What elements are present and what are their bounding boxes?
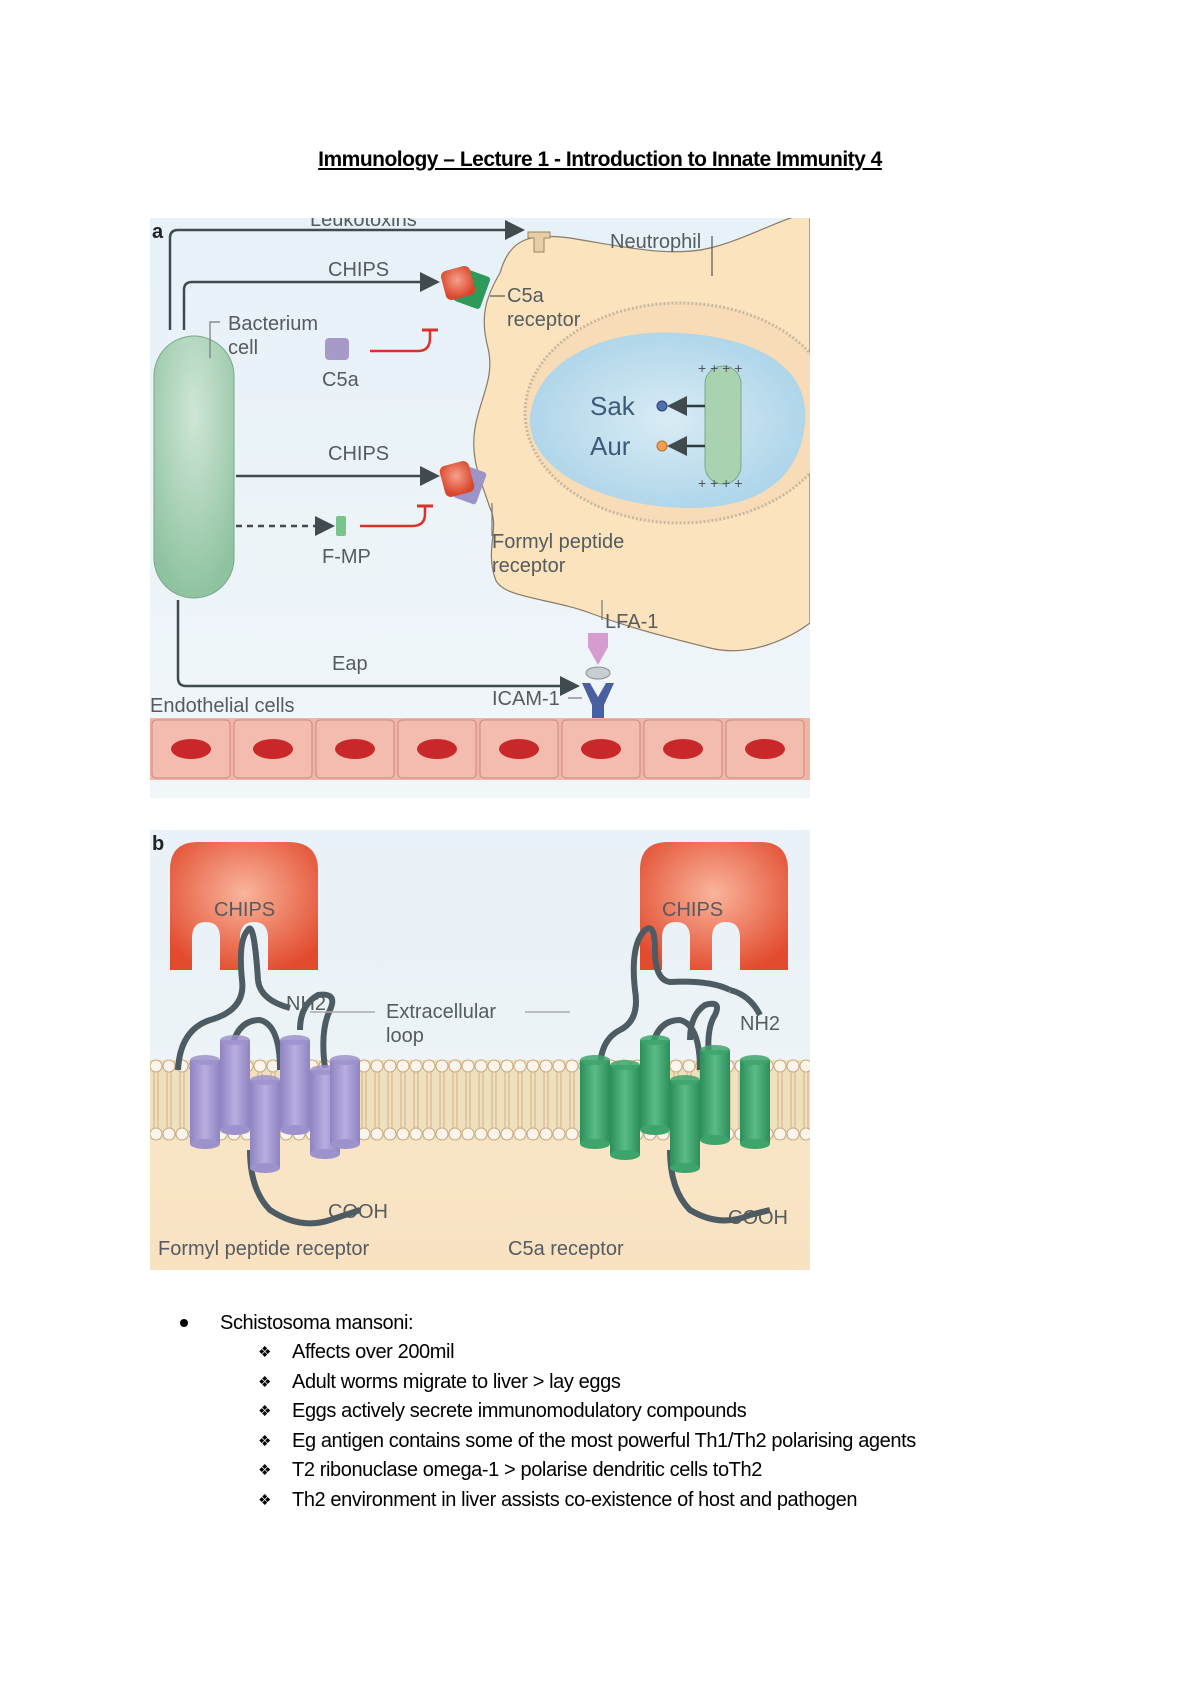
label-endothelial-cells: Endothelial cells <box>150 695 295 717</box>
label-c5a: C5a <box>322 369 360 391</box>
label-lfa1: LFA-1 <box>605 611 658 633</box>
bacterium-cell <box>153 335 235 599</box>
c5a-inhibition-line <box>370 330 432 353</box>
label-icam1: ICAM-1 <box>492 688 560 710</box>
endothelial-cell <box>479 719 559 779</box>
sak-molecule-icon <box>656 400 668 412</box>
label-bacterium-1: Bacterium <box>228 313 318 335</box>
eap-molecule-icon <box>585 666 611 680</box>
label-c5a-receptor-2: receptor <box>507 309 581 331</box>
endothelial-cell <box>643 719 723 779</box>
transmembrane-helix <box>580 1055 610 1149</box>
diamond-bullet-icon: ❖ <box>258 1373 272 1391</box>
transmembrane-helix <box>610 1060 640 1160</box>
label-fmp: F-MP <box>322 546 371 568</box>
label-formyl-peptide-receptor: Formyl peptide receptor <box>158 1238 370 1260</box>
label-bacterium-2: cell <box>228 337 258 359</box>
icam1-icon <box>582 683 614 737</box>
transmembrane-helix <box>700 1045 730 1145</box>
endothelial-cell <box>561 719 641 779</box>
figure-b-chips-receptor-binding: b CHIPS CHIPS NH2 NH2 Extracellular loop… <box>150 830 810 1270</box>
endothelial-cell <box>151 719 231 779</box>
endothelial-cell-layer <box>150 718 810 780</box>
aur-molecule-icon <box>656 440 668 452</box>
label-cooh-right: COOH <box>728 1207 788 1229</box>
label-formyl-receptor-1: Formyl peptide <box>492 531 624 553</box>
svg-text:+ + + +: + + + + <box>698 360 742 376</box>
endothelial-cell <box>725 719 805 779</box>
transmembrane-helix <box>190 1055 220 1149</box>
label-nh2-right: NH2 <box>740 1013 780 1035</box>
transmembrane-helix <box>280 1035 310 1135</box>
transmembrane-helix <box>670 1075 700 1173</box>
label-formyl-receptor-2: receptor <box>492 555 566 577</box>
label-cooh-left: COOH <box>328 1201 388 1223</box>
label-eap: Eap <box>332 653 368 675</box>
transmembrane-helix <box>250 1075 280 1173</box>
eap-arrow <box>176 600 580 696</box>
chips-protein-right <box>640 842 788 970</box>
leukotoxins-arrow <box>168 220 525 330</box>
c5a-molecule-icon <box>325 338 349 360</box>
label-chips-left: CHIPS <box>214 899 275 921</box>
page-title: Immunology – Lecture 1 - Introduction to… <box>318 148 882 171</box>
formyl-peptide-receptor-helices <box>190 1035 360 1173</box>
endothelial-cell <box>233 719 313 779</box>
panel-label-a: a <box>152 221 164 243</box>
chips-molecule-icon <box>440 265 476 301</box>
c5a-receptor-helices <box>580 1035 770 1173</box>
label-c5a-receptor: C5a receptor <box>508 1238 624 1260</box>
chips-protein-left <box>170 842 318 970</box>
label-chips-right: CHIPS <box>662 899 723 921</box>
chips-molecule-icon-2 <box>439 461 475 497</box>
label-aur: Aur <box>590 431 631 461</box>
formyl-receptor-cterm-chain <box>247 1149 361 1227</box>
diamond-bullet-icon: ❖ <box>258 1344 272 1361</box>
label-extracellular-1: Extracellular <box>386 1001 496 1023</box>
notes-heading: Schistosoma mansoni: <box>220 1312 414 1334</box>
formyl-receptor-nterm-chain <box>175 925 261 1071</box>
figure-a-neutrophil-evasion: a + + + + + + + + Sak Aur Leukotoxins Ne… <box>150 218 810 798</box>
label-neutrophil: Neutrophil <box>610 231 701 253</box>
chips-arrow-top <box>182 272 440 330</box>
label-sak: Sak <box>590 391 636 421</box>
svg-text:+ + + +: + + + + <box>698 475 742 491</box>
diamond-bullet-icon: ❖ <box>258 1432 272 1450</box>
transmembrane-helix <box>220 1035 250 1135</box>
endothelial-cell <box>397 719 477 779</box>
label-chips-top: CHIPS <box>328 259 389 281</box>
c5a-receptor-cterm-chain <box>667 1149 771 1224</box>
label-nh2-left: NH2 <box>286 993 326 1015</box>
label-c5a-receptor-1: C5a <box>507 285 545 307</box>
diamond-bullet-icon: ❖ <box>258 1403 272 1420</box>
label-leukotoxins: Leukotoxins <box>310 218 417 231</box>
fmp-inhibition-line <box>360 506 427 528</box>
transmembrane-helix <box>640 1035 670 1135</box>
bullet-dot-icon <box>180 1319 188 1327</box>
c5a-receptor-nterm-chain <box>597 925 732 1071</box>
fmp-molecule-icon <box>336 516 346 536</box>
label-extracellular-2: loop <box>386 1025 424 1047</box>
panel-label-b: b <box>152 833 164 855</box>
endothelial-cell <box>315 719 395 779</box>
lfa1-icon <box>588 633 608 665</box>
leukotoxin-pore-icon <box>527 231 551 253</box>
diamond-bullet-icon: ❖ <box>258 1462 272 1479</box>
phagocytosed-bacterium <box>704 365 742 485</box>
diamond-bullet-icon: ❖ <box>258 1491 272 1509</box>
transmembrane-helix <box>740 1055 770 1149</box>
transmembrane-helix <box>330 1055 360 1149</box>
label-chips-middle: CHIPS <box>328 443 389 465</box>
